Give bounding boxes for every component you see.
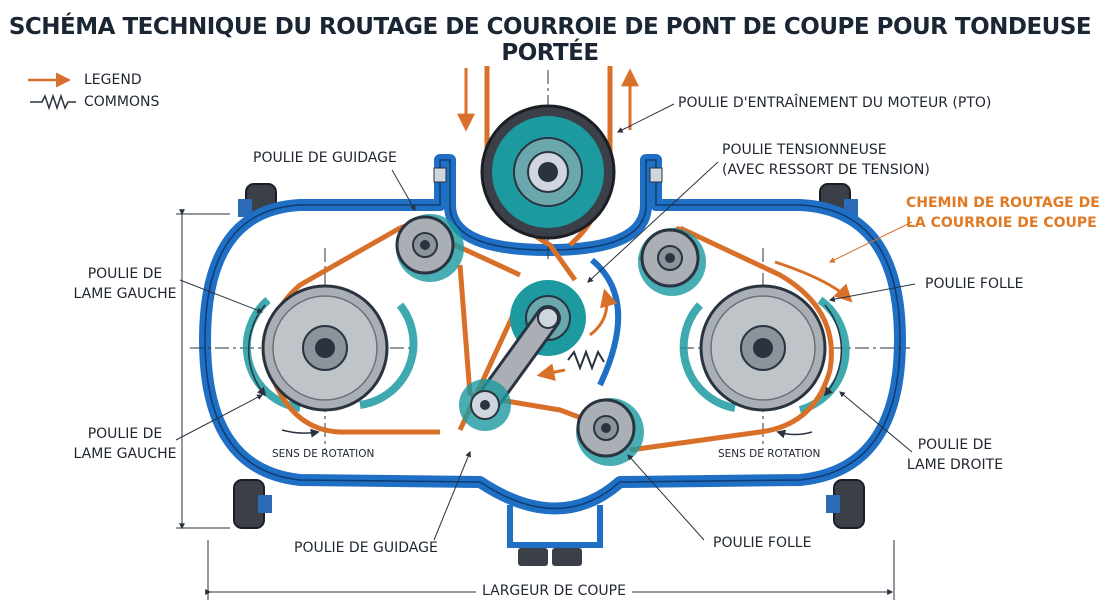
idler-pulley-bottom [576, 398, 644, 466]
label-rotation-left: SENS DE ROTATION [272, 448, 375, 460]
label-right-blade-2: LAME DROITE [906, 457, 1004, 473]
left-blade-pulley [261, 284, 389, 412]
label-pto-pulley: POULIE D'ENTRAÎNEMENT DU MOTEUR (PTO) [678, 95, 992, 111]
pto-pulley [480, 104, 616, 240]
label-tension-pulley-1: POULIE TENSIONNEUSE [722, 142, 887, 158]
tension-spring-icon [567, 349, 605, 371]
label-left-blade-2a: POULIE DE [87, 426, 163, 442]
label-guide-pulley-top: POULIE DE GUIDAGE [253, 150, 397, 166]
wheel-bottom-left [233, 479, 272, 529]
label-idler-bottom: POULIE FOLLE [713, 535, 812, 551]
label-rotation-right: SENS DE ROTATION [718, 448, 821, 460]
label-guide-pulley-bottom: POULIE DE GUIDAGE [294, 540, 438, 556]
guide-pulley-top [395, 214, 464, 282]
label-route-1: CHEMIN DE ROUTAGE DE [906, 195, 1100, 211]
label-tension-pulley-2: (AVEC RESSORT DE TENSION) [722, 162, 930, 178]
diagram-title: SCHÉMA TECHNIQUE DU ROUTAGE DE COURROIE … [8, 14, 1092, 66]
legend-label-1: LEGEND [84, 72, 142, 88]
label-left-blade-2b: LAME GAUCHE [73, 446, 177, 462]
belt-direction-arrows [457, 68, 853, 382]
label-idler-right: POULIE FOLLE [925, 276, 1024, 292]
idler-pulley-right [638, 228, 706, 296]
label-route-2: LA COURROIE DE COUPE [906, 215, 1097, 231]
label-cut-width: LARGEUR DE COUPE [476, 581, 632, 601]
label-left-blade-1a: POULIE DE [87, 266, 163, 282]
leader-lines [175, 103, 916, 541]
label-left-blade-1b: LAME GAUCHE [73, 286, 177, 302]
label-right-blade-1: POULIE DE [917, 437, 993, 453]
wheel-bottom-right [826, 479, 865, 529]
legend-spring-icon [30, 93, 76, 111]
legend-label-2: COMMONS [84, 94, 160, 110]
tension-arm [459, 280, 586, 431]
right-blade-pulley [699, 284, 827, 412]
rotation-arrows [247, 304, 843, 439]
